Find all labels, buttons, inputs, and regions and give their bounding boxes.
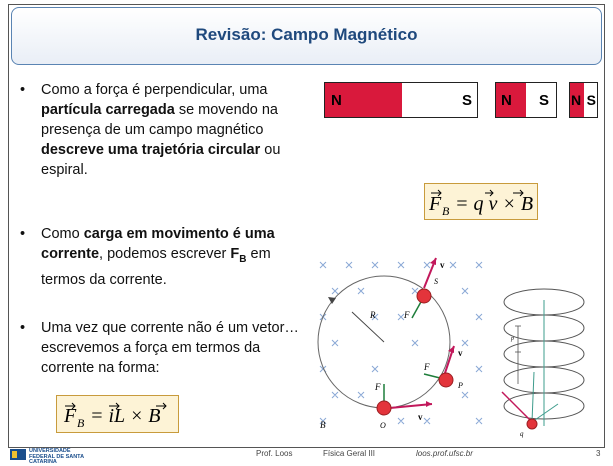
magnet-north: N [570,83,584,117]
bullet-3: • Uma vez que corrente não é um vetor… e… [20,318,306,378]
radius-line [351,311,385,343]
velocity-arrow-bottom [389,403,433,409]
svg-text:F: F [374,382,381,392]
title-bar: Revisão: Campo Magnético [11,7,602,65]
svg-text:= iL × B: = iL × B [90,405,161,427]
field-into-page-marks [319,261,483,425]
bullet-dot: • [20,82,26,98]
force-arrow-right [423,373,441,379]
svg-text:B: B [442,204,450,218]
radius-label: R [369,310,376,320]
university-name: UNIVERSIDADE FEDERAL DE SANTA CATARINA [29,448,84,465]
svg-text:S: S [434,277,438,286]
charge-right [438,372,454,388]
bullet-1-text: Como a força é perpendicular, uma partíc… [41,82,281,178]
velocity-helix [501,391,533,423]
bullet-2-text: Como carga em movimento é uma corrente, … [41,226,275,288]
equation-lorentz-svg: F B = q v × B [428,189,533,218]
bullet-2: • Como carga em movimento é uma corrente… [20,224,306,290]
magnet-south: S [583,83,597,117]
svg-text:B: B [77,416,85,430]
footer-course: Física Geral III [323,449,376,458]
svg-text:F: F [403,310,410,320]
page-number: 3 [596,449,601,458]
footer-author: Prof. Loos [256,449,293,458]
magnet-south: S [526,83,556,117]
equation-force-current-svg: F B = iL × B [63,402,167,430]
svg-text:F: F [63,405,77,427]
magnet-north: N [496,83,527,117]
bullet-dot: • [20,226,26,242]
charge-bottom [376,400,392,416]
bullet-3-text: Uma vez que corrente não é um vetor… esc… [41,320,299,376]
field-label: B [320,420,326,430]
svg-text:v: v [458,348,463,358]
slide-title: Revisão: Campo Magnético [195,25,418,44]
svg-text:q: q [520,430,524,438]
force-arrow-top [411,299,423,319]
university-logo-icon [10,449,26,460]
equation-lorentz-force: F B = q v × B [424,183,538,220]
svg-text:O: O [380,421,386,430]
svg-text:v: v [440,260,445,270]
magnet-north: N [325,83,402,117]
magnet-large: N S [324,82,478,118]
charged-particle-figure: R v F S v F P v F O B p q [317,257,585,438]
charge-top [416,288,432,304]
magnet-small: N S [569,82,598,118]
svg-text:v: v [418,412,423,422]
footer-site: loos.prof.ufsc.br [416,449,473,458]
footer: UNIVERSIDADE FEDERAL DE SANTA CATARINA P… [0,448,613,465]
charge-helix [526,418,538,430]
bullet-1: • Como a força é perpendicular, uma part… [20,80,306,180]
svg-text:= q v × B: = q v × B [455,193,533,215]
svg-text:P: P [457,381,463,390]
slide-frame [8,4,605,448]
direction-arrowhead [328,297,336,304]
magnet-south: S [401,83,477,117]
svg-text:p: p [510,336,514,342]
bullet-dot: • [20,320,26,336]
svg-text:F: F [428,193,442,215]
magnet-medium: N S [495,82,557,118]
equation-force-current: F B = iL × B [56,395,179,433]
svg-text:F: F [423,362,430,372]
